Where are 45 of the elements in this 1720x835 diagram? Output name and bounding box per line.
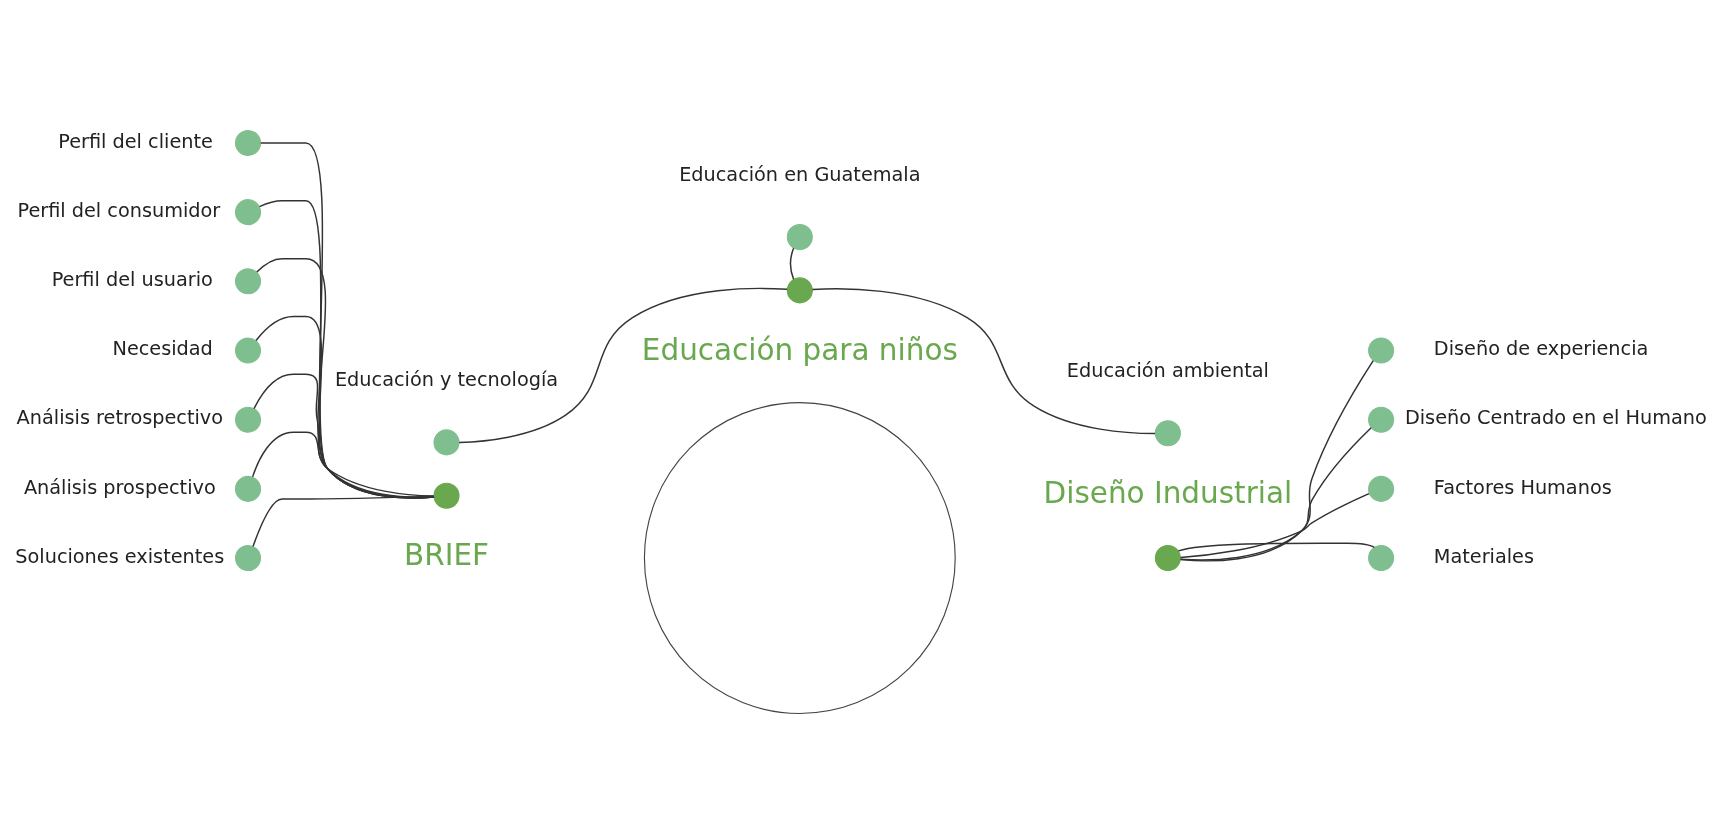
node-circle	[432, 482, 460, 509]
node-circle	[1154, 544, 1181, 571]
node-label: Perfil del usuario	[51, 267, 213, 291]
node-label: BRIEF	[403, 537, 489, 572]
connector	[1179, 492, 1370, 558]
node-label: Educación ambiental	[1066, 358, 1269, 382]
connector	[1179, 359, 1374, 562]
connector	[457, 287, 788, 443]
node-circle	[1367, 475, 1394, 502]
connector	[1177, 542, 1375, 552]
node-circle	[234, 544, 261, 571]
node-circle	[234, 267, 261, 294]
node-circle	[1154, 419, 1181, 446]
node-label: Educación para niños	[641, 332, 958, 367]
node-label: Necesidad	[111, 336, 213, 360]
node-circle	[786, 223, 813, 250]
node-label: Factores Humanos	[1433, 475, 1612, 499]
connector	[252, 373, 434, 498]
node-circle	[1367, 544, 1394, 571]
node-circle	[234, 129, 261, 156]
connector	[251, 494, 435, 547]
node-label: Perfil del consumidor	[16, 198, 220, 222]
connector	[1179, 426, 1372, 561]
node-label: Soluciones existentes	[14, 544, 224, 568]
node-circle	[1367, 406, 1394, 433]
node-circle	[234, 198, 261, 225]
node-circle	[234, 475, 261, 502]
node-label: Educación y tecnología	[334, 367, 558, 391]
node-circle	[432, 428, 460, 455]
connector	[255, 257, 435, 499]
node-label: Análisis retrospectivo	[16, 405, 223, 429]
node-circle	[234, 406, 261, 433]
connector	[789, 247, 794, 280]
node-circle	[643, 401, 956, 714]
node-label: Análisis prospectivo	[23, 475, 216, 499]
node-label: Diseño Centrado en el Humano	[1404, 405, 1707, 429]
node-label: Diseño de experiencia	[1433, 336, 1648, 360]
node-label: Materiales	[1433, 544, 1534, 568]
connector	[811, 287, 1156, 434]
node-label: Perfil del cliente	[57, 129, 213, 153]
node-circle	[234, 336, 261, 364]
node-circle	[786, 276, 813, 303]
node-circle	[1367, 336, 1394, 364]
node-label: Diseño Industrial	[1043, 475, 1292, 510]
node-label: Educación en Guatemala	[678, 162, 920, 185]
